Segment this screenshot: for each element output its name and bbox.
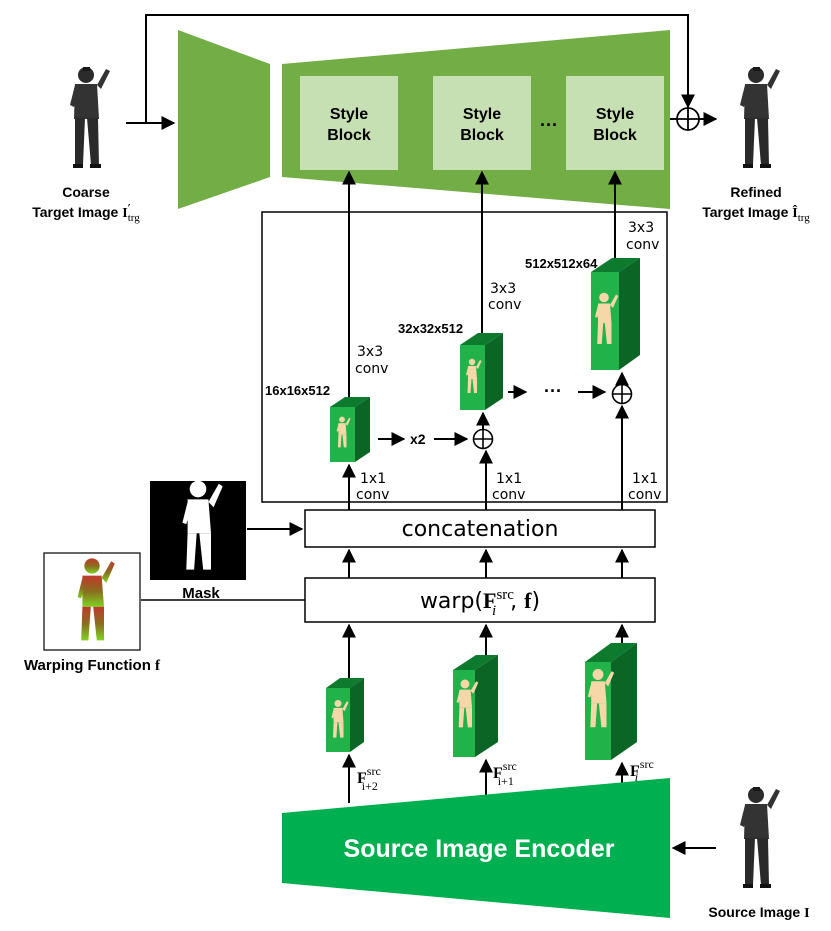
middle-ellipsis: ··· — [544, 381, 562, 401]
style-block-3-line2: Block — [593, 127, 637, 144]
decoder-left-trapezoid — [178, 30, 270, 209]
conv1x1-label-1a: 1x1 — [360, 471, 386, 487]
sum-operator-output — [676, 107, 700, 131]
coarse-target-person-image — [70, 67, 110, 168]
source-image-encoder — [282, 778, 670, 918]
feature-map-32x32 — [460, 333, 503, 410]
feature-map-512x512 — [591, 258, 640, 370]
style-block-2-line2: Block — [460, 127, 504, 144]
source-feature-map-3 — [585, 643, 637, 760]
conv3x3-label-2a: 3x3 — [490, 281, 516, 297]
coarse-target-label-line1: Coarse — [62, 184, 110, 200]
sum-operator-2 — [611, 383, 633, 405]
style-block-3: Style Block — [566, 76, 664, 170]
refined-target-label-line1: Refined — [730, 184, 781, 200]
source-image-label: Source Image I — [708, 904, 809, 921]
mask-label: Mask — [182, 585, 220, 602]
source-feature-map-2 — [453, 655, 498, 757]
style-block-1-line2: Block — [327, 127, 371, 144]
encoder-label: Source Image Encoder — [344, 835, 615, 863]
sum-operator-1 — [472, 428, 494, 450]
conv1x1-label-1b: conv — [356, 487, 389, 503]
conv3x3-label-1a: 3x3 — [357, 344, 383, 360]
concatenation-label: concatenation — [402, 517, 559, 542]
conv1x1-label-2b: conv — [492, 487, 525, 503]
conv3x3-label-2b: conv — [488, 297, 521, 313]
style-block-3-line1: Style — [596, 106, 634, 123]
style-block-ellipsis: ··· — [540, 115, 558, 135]
conv3x3-label-3a: 3x3 — [628, 220, 654, 236]
conv3x3-label-1b: conv — [355, 361, 388, 377]
style-block-2-line1: Style — [463, 106, 501, 123]
feature-size-label-2: 32x32x512 — [398, 321, 463, 336]
feature-map-16x16 — [330, 397, 370, 462]
upsample-label: x2 — [410, 431, 426, 447]
conv3x3-label-3b: conv — [626, 237, 659, 253]
source-person-image — [740, 787, 780, 888]
source-feature-map-1 — [326, 678, 364, 752]
feature-size-label-1: 16x16x512 — [265, 383, 330, 398]
conv1x1-label-3a: 1x1 — [632, 471, 658, 487]
concatenation-box — [304, 509, 656, 548]
coarse-target-label-line2: Target Image I′trg — [32, 202, 140, 224]
warp-box — [304, 577, 656, 623]
refined-target-label-line2: Target Image Îtrg — [702, 204, 810, 224]
warping-function-label: Warping Function f — [24, 657, 161, 674]
style-block-1: Style Block — [300, 76, 398, 170]
conv1x1-label-2a: 1x1 — [496, 471, 522, 487]
feature-size-label-3: 512x512x64 — [525, 256, 598, 271]
conv1x1-label-3b: conv — [628, 487, 661, 503]
style-block-2: Style Block — [433, 76, 531, 170]
refined-target-person-image — [740, 67, 780, 168]
style-block-1-line1: Style — [330, 106, 368, 123]
skip-connection-arrow — [145, 14, 695, 123]
feature-fusion-box — [261, 211, 668, 503]
